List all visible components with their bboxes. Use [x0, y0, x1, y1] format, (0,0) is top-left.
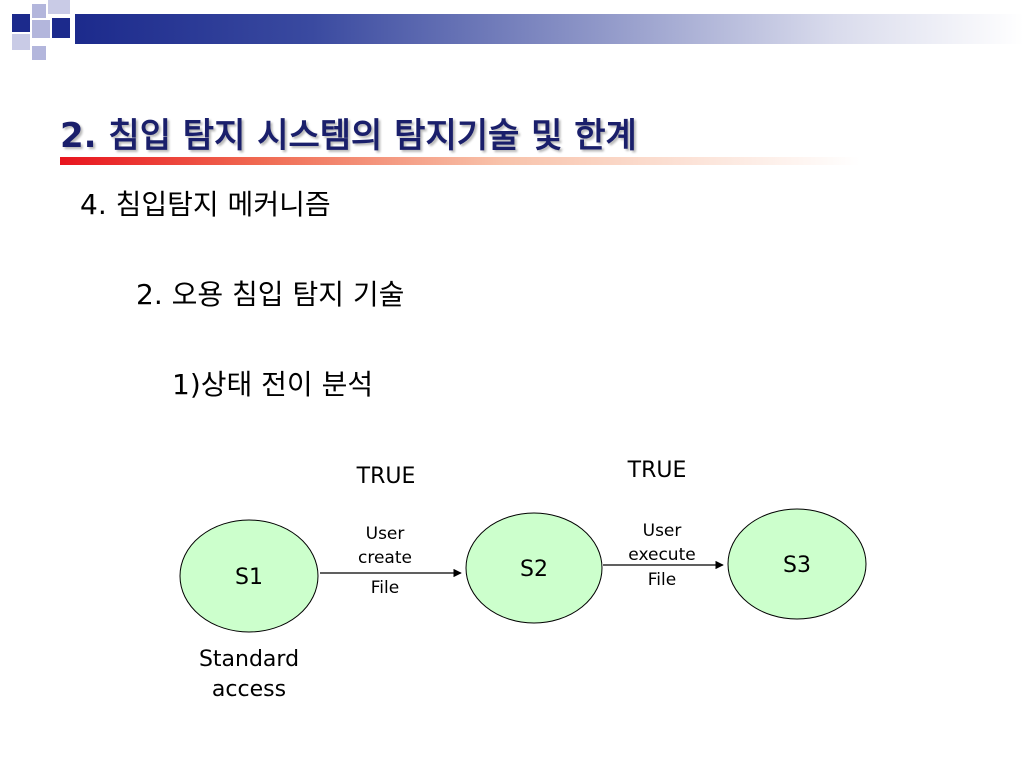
deco-square: [12, 14, 30, 32]
header-gradient-band: [75, 14, 1024, 44]
section-heading: 4. 침입탐지 메커니즘: [80, 188, 331, 221]
transition-action-label: execute: [628, 545, 695, 565]
state-s2-label: S2: [520, 557, 548, 582]
deco-square: [12, 34, 30, 50]
slide-title: 2. 침입 탐지 시스템의 탐지기술 및 한계: [60, 116, 637, 156]
transition-action-label: create: [358, 548, 412, 568]
state-s3-label: S3: [783, 553, 811, 578]
subsection-heading: 2. 오용 침입 탐지 기술: [136, 278, 405, 311]
topic-heading: 1)상태 전이 분석: [172, 368, 374, 401]
transition-action-label: File: [648, 570, 676, 590]
deco-square: [32, 20, 50, 38]
state-s1-caption: access: [212, 677, 286, 702]
transition-condition-label: TRUE: [627, 458, 687, 483]
transition-action-label: User: [643, 521, 682, 541]
state-s2-node: [465, 512, 603, 624]
transition-action-label: File: [371, 578, 399, 598]
transition-condition-label: TRUE: [356, 464, 416, 489]
deco-square: [32, 4, 46, 18]
deco-square: [32, 46, 46, 60]
state-s1-caption: Standard: [199, 647, 299, 672]
title-underline: [60, 157, 860, 165]
state-s3-node: [727, 508, 867, 620]
transition-action-label: User: [366, 524, 405, 544]
deco-square: [48, 0, 70, 14]
deco-square: [52, 18, 70, 38]
state-s1-label: S1: [235, 565, 263, 590]
state-s1-node: [179, 519, 319, 633]
